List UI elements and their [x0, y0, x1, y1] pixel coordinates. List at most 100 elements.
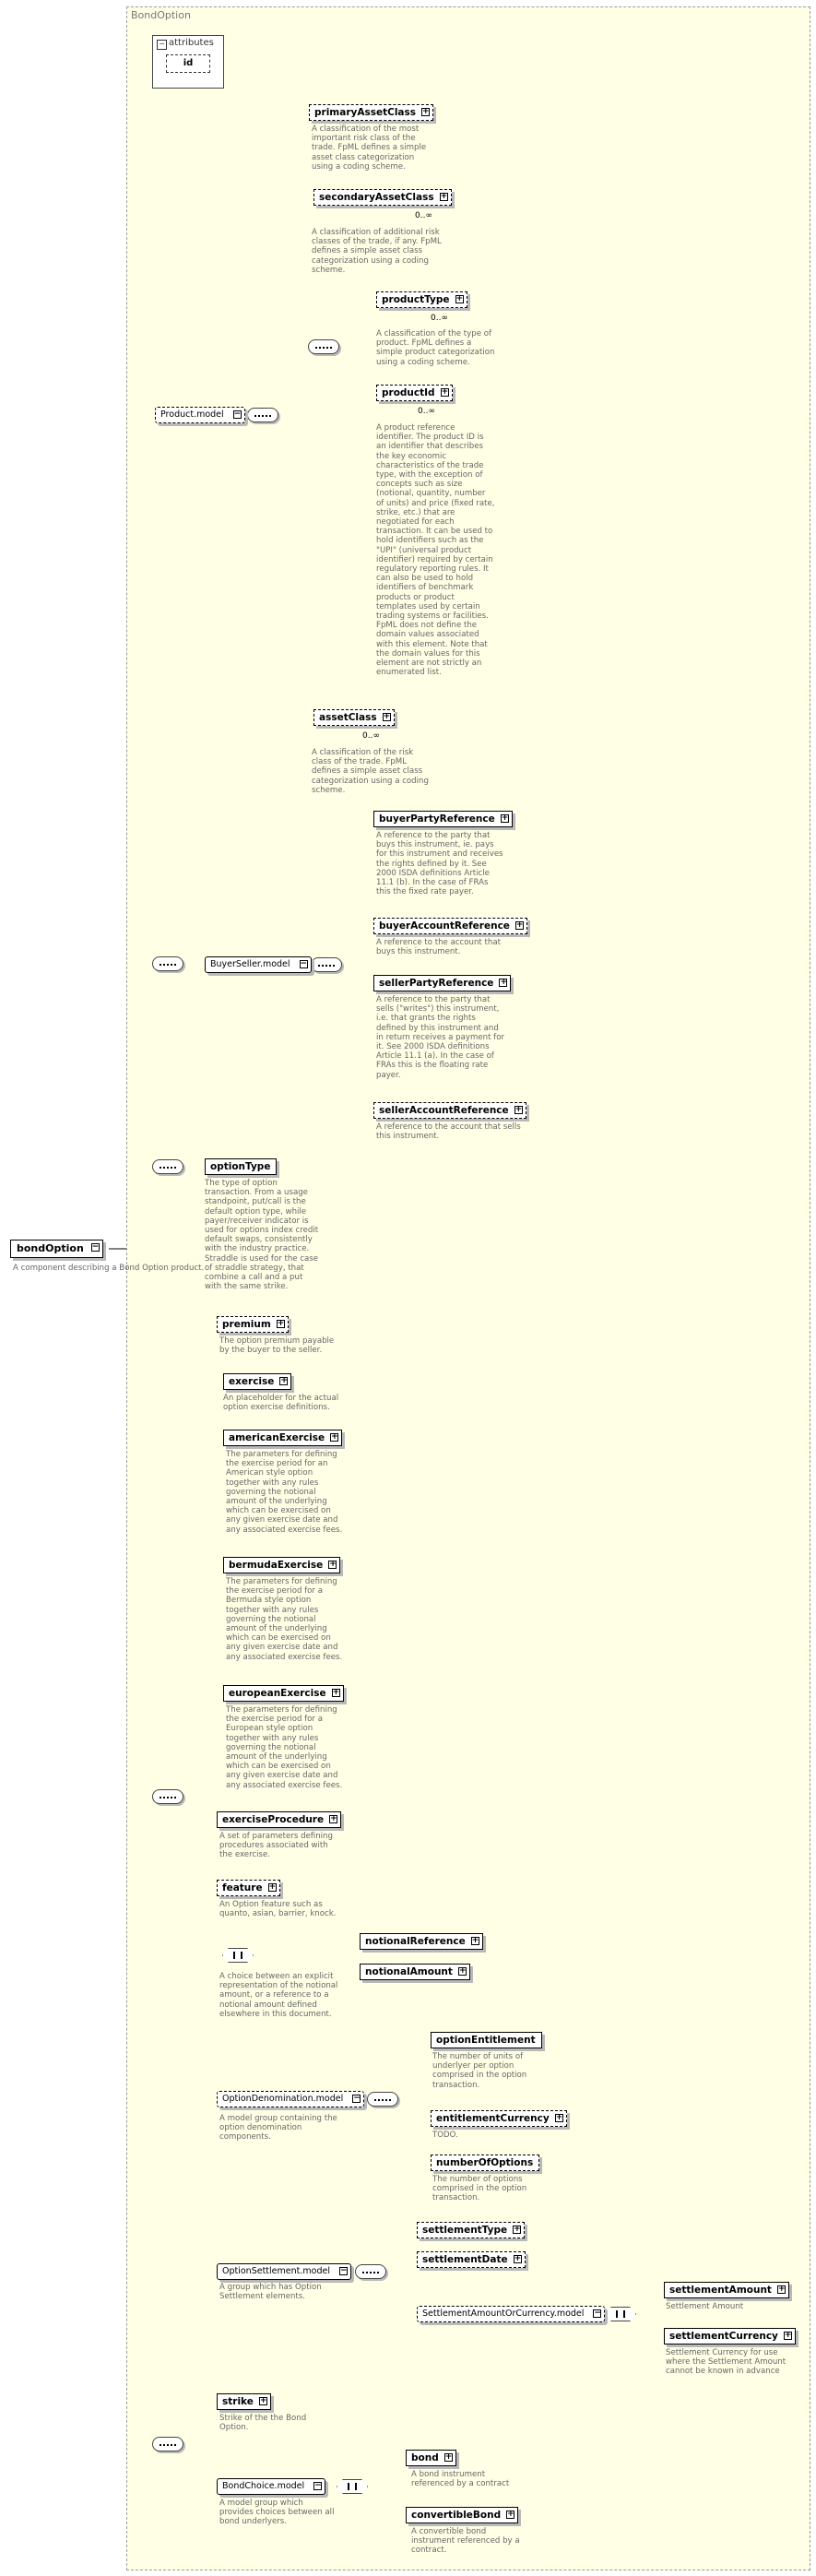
collapse-icon[interactable]: − [299, 959, 308, 968]
element-settlementamount[interactable]: settlementAmount+ [664, 2282, 789, 2298]
element-entitlementcurrency[interactable]: entitlementCurrency+ [431, 2110, 567, 2127]
element-selleraccountreference[interactable]: sellerAccountReference+ [373, 1102, 526, 1119]
element-description: The option premium payable by the buyer … [219, 1336, 335, 1356]
element-exercise[interactable]: exercise+ [223, 1373, 292, 1390]
expand-icon[interactable]: − [90, 1242, 100, 1252]
expand-icon[interactable]: + [470, 1936, 479, 1945]
expand-icon[interactable]: + [554, 2113, 563, 2122]
expand-icon[interactable]: + [439, 192, 448, 201]
expand-icon[interactable]: + [440, 387, 449, 397]
element-productid[interactable]: productId+ [373, 381, 453, 401]
element-americanexercise[interactable]: americanExercise+ [223, 1430, 343, 1446]
element-settlementdate[interactable]: settlementDate+ [417, 2251, 526, 2268]
collapse-icon[interactable]: − [157, 40, 167, 50]
element-description: A reference to the account that buys thi… [376, 938, 501, 957]
panel-title: BondOption [131, 9, 191, 21]
element-notionalamount[interactable]: notionalAmount+ [360, 1964, 470, 1980]
group-product-model[interactable]: Product.model− [155, 407, 245, 423]
expand-icon[interactable]: + [267, 1882, 277, 1892]
element-premium[interactable]: premium+ [217, 1316, 289, 1333]
choice-icon [337, 2479, 368, 2494]
element-assetclass[interactable]: assetClass+ [310, 706, 395, 726]
element-bermudaexercise[interactable]: bermudaExercise+ [223, 1557, 341, 1573]
element-description: Settlement Currency for use where the Se… [666, 2348, 786, 2377]
group-optionsettlement-model[interactable]: OptionSettlement.model− [217, 2263, 351, 2280]
expand-icon[interactable]: + [276, 1319, 285, 1328]
expand-icon[interactable]: + [514, 920, 524, 930]
element-description: An Option feature such as quanto, asian,… [219, 1900, 337, 1919]
group-bondchoice-model[interactable]: BondChoice.model− [217, 2478, 326, 2495]
group-settlementamountorcurrency-model[interactable]: SettlementAmountOrCurrency.model− [417, 2306, 606, 2322]
sequence-icon [355, 2264, 386, 2279]
element-primaryassetclass[interactable]: primaryAssetClass+ [309, 104, 433, 121]
attribute-id[interactable]: id [166, 54, 210, 73]
element-optiontype[interactable]: optionType [205, 1158, 278, 1175]
element-sellerpartyreference[interactable]: sellerPartyReference+ [373, 975, 512, 991]
element-description: A convertible bond instrument referenced… [411, 2527, 520, 2556]
expand-icon[interactable]: + [783, 2331, 792, 2340]
element-strike[interactable]: strike+ [217, 2393, 271, 2410]
expand-icon[interactable]: + [513, 2254, 522, 2263]
element-exerciseprocedure[interactable]: exerciseProcedure+ [217, 1811, 342, 1828]
sequence-icon [247, 408, 278, 422]
expand-icon[interactable]: + [443, 2452, 453, 2462]
expand-icon[interactable]: + [279, 1376, 289, 1385]
element-feature[interactable]: feature+ [217, 1880, 280, 1896]
expand-icon[interactable]: + [421, 107, 430, 116]
element-description: A classification of the risk class of th… [312, 748, 429, 795]
element-settlementcurrency[interactable]: settlementCurrency+ [664, 2328, 796, 2345]
collapse-icon[interactable]: − [338, 2266, 348, 2275]
element-description: TODO. [432, 2131, 458, 2140]
element-optionentitlement[interactable]: optionEntitlement [431, 2032, 542, 2048]
expand-icon[interactable]: + [328, 1560, 337, 1569]
element-europeanexercise[interactable]: europeanExercise+ [223, 1685, 344, 1702]
root-element-bondoption[interactable]: bondOption− [10, 1240, 103, 1258]
sequence-icon [152, 956, 183, 971]
element-description: The number of options comprised in the o… [432, 2175, 527, 2203]
element-notionalreference[interactable]: notionalReference+ [360, 1933, 483, 1950]
element-description: A reference to the party that buys this … [376, 831, 503, 897]
expand-icon[interactable]: + [331, 1688, 340, 1697]
expand-icon[interactable]: + [382, 712, 391, 721]
element-settlementtype[interactable]: settlementType+ [417, 2222, 526, 2238]
group-optiondenomination-model[interactable]: OptionDenomination.model− [217, 2091, 365, 2107]
expand-icon[interactable]: + [506, 2510, 515, 2519]
expand-icon[interactable]: + [457, 1966, 467, 1976]
expand-icon[interactable]: + [455, 294, 464, 303]
group-description: A model group which provides choices bet… [219, 2499, 335, 2527]
element-description: The number of units of underlyer per opt… [432, 2052, 527, 2090]
root-description: A component describing a Bond Option pro… [13, 1264, 205, 1273]
collapse-icon[interactable]: − [313, 2481, 323, 2490]
expand-icon[interactable]: + [330, 1432, 339, 1442]
expand-icon[interactable]: + [513, 2225, 522, 2234]
expand-icon[interactable]: + [499, 978, 508, 987]
sequence-icon [308, 339, 339, 354]
expand-icon[interactable]: + [500, 813, 509, 823]
element-description: The parameters for defining the exercise… [226, 1705, 343, 1790]
element-bond[interactable]: bond+ [406, 2450, 456, 2466]
cardinality-label: 0..∞ [418, 407, 435, 416]
element-secondaryassetclass[interactable]: secondaryAssetClass+ [310, 185, 452, 206]
cardinality-label: 0..∞ [415, 211, 432, 220]
element-producttype[interactable]: productType+ [373, 288, 467, 308]
attributes-box[interactable]: −attributes id [152, 35, 224, 89]
element-buyerpartyreference[interactable]: buyerPartyReference+ [373, 811, 513, 827]
collapse-icon[interactable]: − [352, 2094, 361, 2103]
choice-icon [222, 1948, 254, 1963]
element-numberofoptions[interactable]: numberOfOptions [431, 2155, 540, 2171]
element-description: A set of parameters defining procedures … [219, 1832, 333, 1860]
collapse-icon[interactable]: − [232, 410, 242, 419]
element-description: Settlement Amount [666, 2302, 744, 2311]
expand-icon[interactable]: + [258, 2396, 267, 2405]
element-convertiblebond[interactable]: convertibleBond+ [406, 2507, 519, 2523]
element-buyeraccountreference[interactable]: buyerAccountReference+ [373, 918, 527, 934]
element-description: An placeholder for the actual option exe… [223, 1394, 339, 1413]
expand-icon[interactable]: + [776, 2285, 786, 2294]
collapse-icon[interactable]: − [593, 2309, 602, 2318]
expand-icon[interactable]: + [514, 1105, 523, 1114]
expand-icon[interactable]: + [329, 1814, 338, 1823]
element-description: Strike of the the Bond Option. [219, 2414, 307, 2433]
element-description: A classification of the most important r… [312, 125, 427, 172]
group-buyerseller-model[interactable]: BuyerSeller.model− [205, 956, 312, 973]
